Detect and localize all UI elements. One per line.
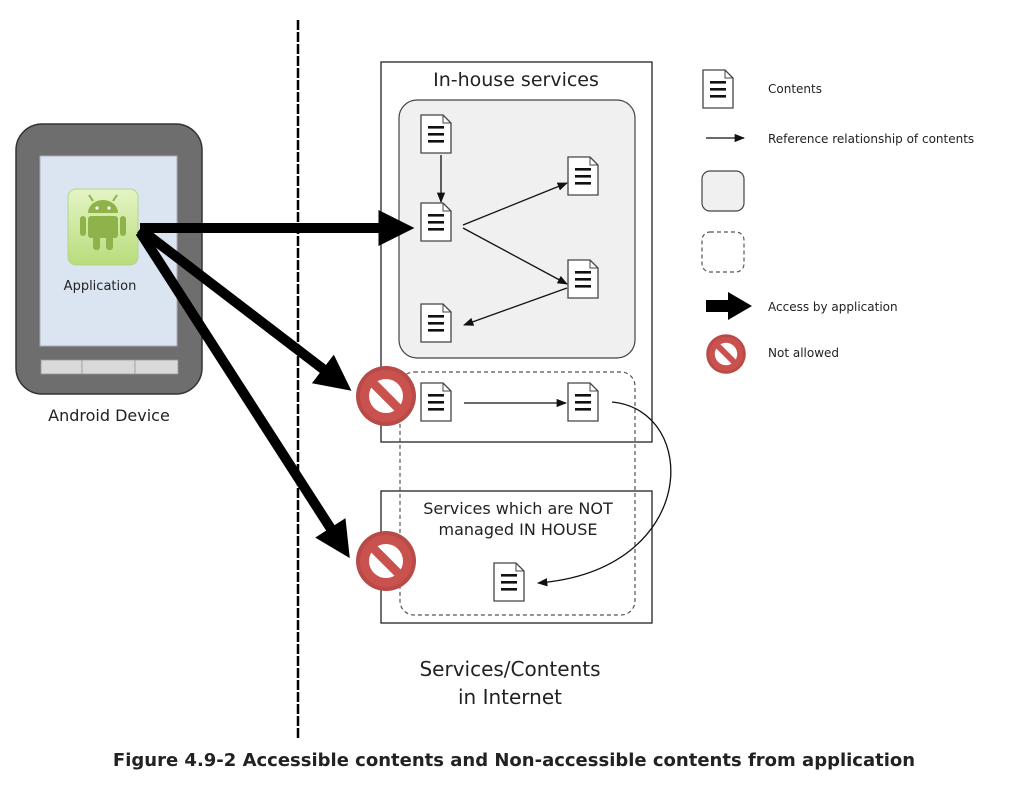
content-doc-icon — [420, 382, 452, 422]
external-title-line1: Services which are NOT — [423, 499, 613, 518]
legend-not-allowed: Not allowed — [768, 346, 839, 360]
content-doc-icon — [420, 303, 452, 343]
legend-dashed-box-icon — [701, 231, 745, 273]
legend-access-arrow-icon — [706, 292, 752, 320]
device-nav-buttons — [40, 359, 179, 375]
reference-arrows — [436, 155, 672, 587]
content-doc-icon — [567, 156, 599, 196]
content-doc-icon — [567, 382, 599, 422]
device-label: Android Device — [48, 406, 170, 425]
legend-access: Access by application — [768, 300, 898, 314]
inhouse-title: In-house services — [433, 69, 599, 91]
dashed-region — [399, 371, 636, 616]
legend-contents: Contents — [768, 82, 822, 96]
external-title-line2: managed IN HOUSE — [439, 520, 598, 539]
access-arrows — [135, 210, 415, 559]
legend-not-allowed-icon — [706, 334, 746, 374]
content-doc-icon — [420, 202, 452, 242]
legend-grey-box-icon — [701, 170, 745, 212]
internet-label-line1: Services/Contents — [419, 657, 600, 681]
android-app-icon — [67, 188, 139, 266]
figure-caption: Figure 4.9-2 Accessible contents and Non… — [113, 750, 915, 771]
content-doc-icon — [567, 259, 599, 299]
content-doc-icon — [420, 114, 452, 154]
content-doc-icon — [493, 562, 525, 602]
not-allowed-icon — [356, 531, 416, 591]
not-allowed-icon — [356, 366, 416, 426]
legend-reference: Reference relationship of contents — [768, 132, 974, 146]
app-label: Application — [64, 279, 137, 294]
legend-doc-icon — [702, 69, 734, 109]
legend: Contents Reference relationship of conte… — [701, 69, 974, 374]
internet-label-line2: in Internet — [458, 685, 562, 709]
